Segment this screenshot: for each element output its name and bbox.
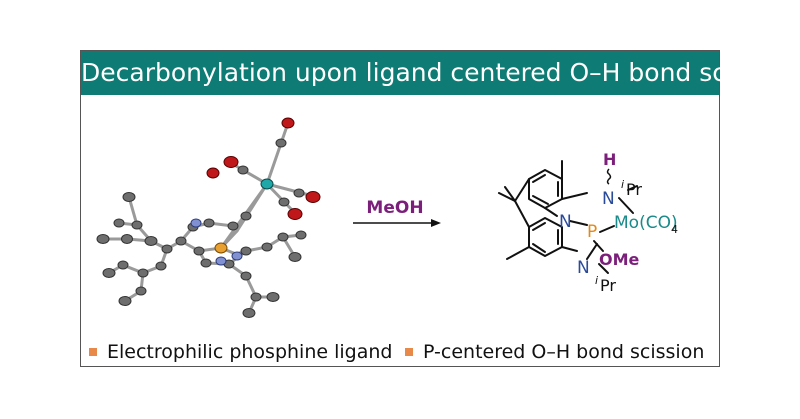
ipr-bottom-label: Pr [600, 276, 616, 295]
bullet-marker [405, 348, 413, 356]
crystal-structure [96, 117, 321, 318]
ipr-bottom-superscript: i [595, 274, 598, 287]
bullet-list: Electrophilic phosphine ligand P-centere… [89, 341, 709, 367]
phosphorus-label: P [587, 222, 597, 242]
figure-title: Decarbonylation upon ligand centered O–H… [81, 58, 798, 87]
figure-frame: Decarbonylation upon ligand centered O–H… [80, 50, 797, 367]
bullet-text: P-centered O–H bond scission [423, 341, 705, 363]
nitrogen-top-label: N [602, 189, 615, 209]
metal-label: Mo(CO) [614, 213, 678, 233]
bullet-marker [89, 348, 97, 356]
ipr-top-label: Pr [626, 180, 642, 199]
methoxy-label: OMe [599, 250, 640, 269]
metal-subscript: 4 [671, 223, 678, 236]
nitrogen-bottom-label: N [577, 258, 590, 278]
reagent-label: MeOH [366, 198, 423, 218]
reaction-scheme: MeOH [96, 117, 678, 318]
nitrogen-left-label: N [559, 212, 572, 232]
hydrogen-label: H [603, 150, 616, 169]
bullet-text: Electrophilic phosphine ligand [107, 341, 393, 363]
title-bar: Decarbonylation upon ligand centered O–H… [81, 51, 797, 95]
reaction-arrow: MeOH [353, 198, 441, 227]
ipr-top-superscript: i [621, 178, 624, 191]
bullet-item-scission: P-centered O–H bond scission [405, 341, 704, 363]
bullet-item-electrophilic: Electrophilic phosphine ligand [89, 341, 392, 363]
product-structure: H N i Pr N P Mo(CO) 4 OMe N i Pr [498, 150, 678, 295]
